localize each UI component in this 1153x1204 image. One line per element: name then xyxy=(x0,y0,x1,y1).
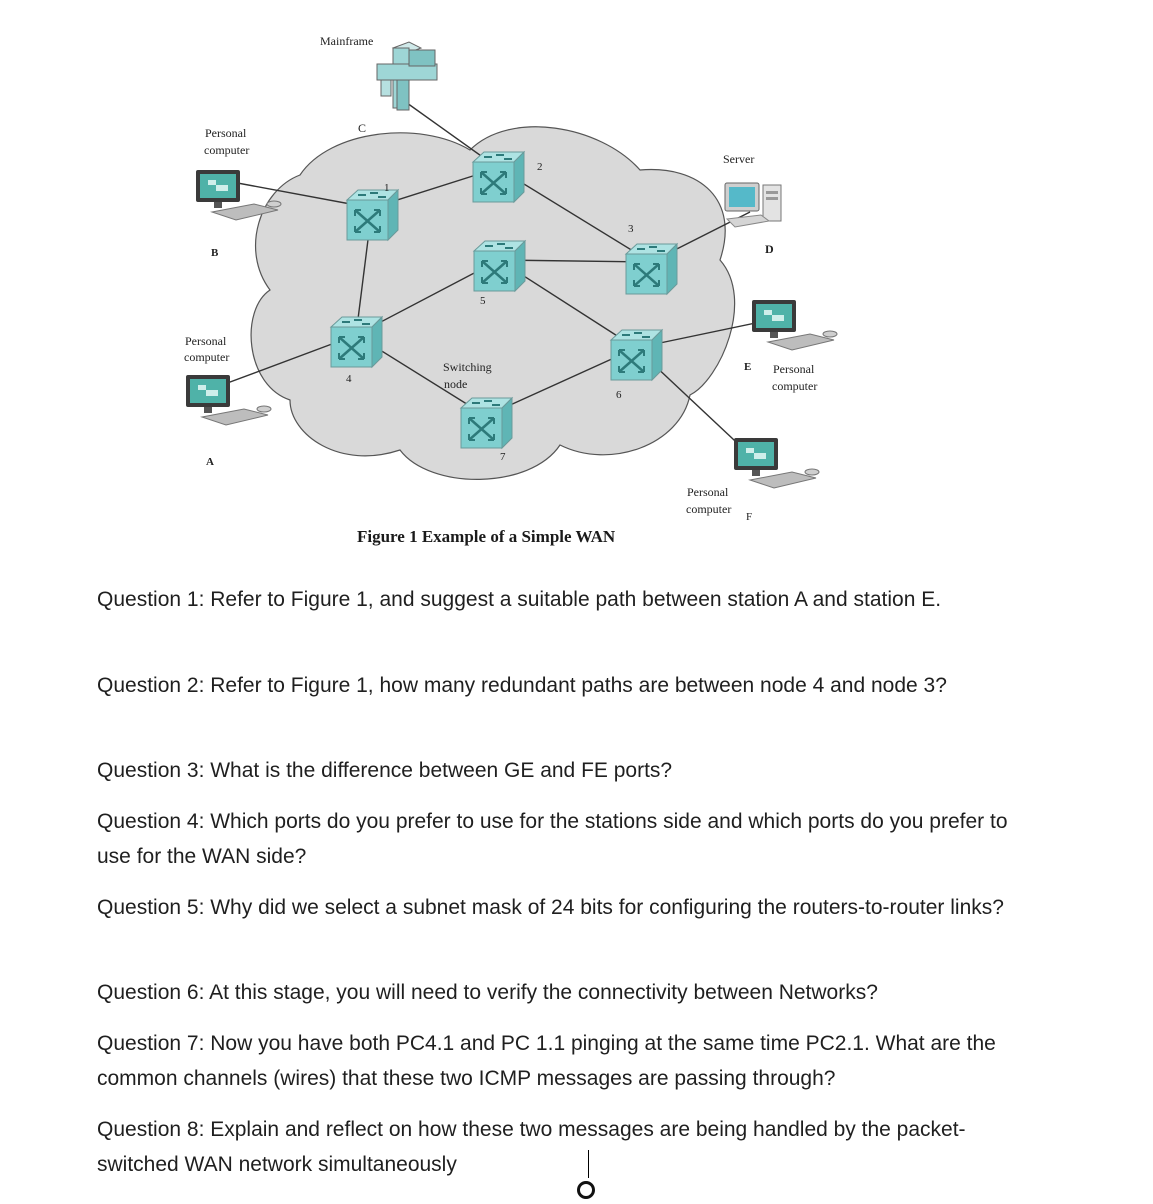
figure-caption: Figure 1 Example of a Simple WAN xyxy=(357,527,616,546)
switching-node-2-icon xyxy=(471,150,526,204)
label-a: A xyxy=(206,456,214,468)
label-pc-b-line1: Personal xyxy=(205,126,247,140)
question-5: Question 5: Why did we select a subnet m… xyxy=(97,896,1004,919)
question-2: Question 2: Refer to Figure 1, how many … xyxy=(97,674,947,697)
label-pc-f-line2: computer xyxy=(686,502,731,516)
label-server: Server xyxy=(723,152,754,166)
switching-node-1-icon xyxy=(345,188,400,242)
node-label-2: 2 xyxy=(537,161,543,173)
label-pc-e-line1: Personal xyxy=(773,362,815,376)
label-mainframe: Mainframe xyxy=(320,34,373,48)
label-c: C xyxy=(358,121,366,135)
personal-computer-e-icon xyxy=(751,299,838,351)
mouse-cursor-icon xyxy=(577,1181,595,1199)
label-pc-a-line2: computer xyxy=(184,350,229,364)
question-3: Question 3: What is the difference betwe… xyxy=(97,759,673,782)
label-f: F xyxy=(746,511,752,523)
personal-computer-a-icon xyxy=(185,374,272,426)
question-6: Question 6: At this stage, you will need… xyxy=(97,981,878,1004)
label-pc-a-line1: Personal xyxy=(185,334,227,348)
switching-node-6-icon xyxy=(609,328,664,382)
node-label-6: 6 xyxy=(616,389,622,401)
question-8[interactable]: Question 8: Explain and reflect on how t… xyxy=(97,1118,966,1176)
personal-computer-f-icon xyxy=(733,437,820,489)
label-switching-line2: node xyxy=(444,377,467,391)
node-label-7: 7 xyxy=(500,451,506,463)
question-4: Question 4: Which ports do you prefer to… xyxy=(97,810,1008,868)
label-b: B xyxy=(211,247,219,259)
label-d: D xyxy=(765,242,774,256)
node-label-3: 3 xyxy=(628,223,634,235)
question-1: Question 1: Refer to Figure 1, and sugge… xyxy=(97,588,942,611)
node-label-1: 1 xyxy=(384,182,390,194)
label-e: E xyxy=(744,361,751,373)
label-pc-e-line2: computer xyxy=(772,379,817,393)
server-icon xyxy=(724,182,782,228)
personal-computer-b-icon xyxy=(195,169,282,221)
label-pc-b-line2: computer xyxy=(204,143,249,157)
switching-node-5-icon xyxy=(472,239,527,293)
question-7: Question 7: Now you have both PC4.1 and … xyxy=(97,1032,996,1090)
node-label-5: 5 xyxy=(480,295,486,307)
text-caret xyxy=(588,1150,589,1178)
switching-node-4-icon xyxy=(329,315,384,369)
node-label-4: 4 xyxy=(346,373,352,385)
mainframe-icon xyxy=(376,41,438,111)
switching-node-3-icon xyxy=(624,242,679,296)
label-pc-f-line1: Personal xyxy=(687,485,729,499)
wan-figure: Mainframe C Server D Personal computer B… xyxy=(184,34,838,523)
switching-node-7-icon xyxy=(459,396,514,450)
label-switching-line1: Switching xyxy=(443,360,492,374)
